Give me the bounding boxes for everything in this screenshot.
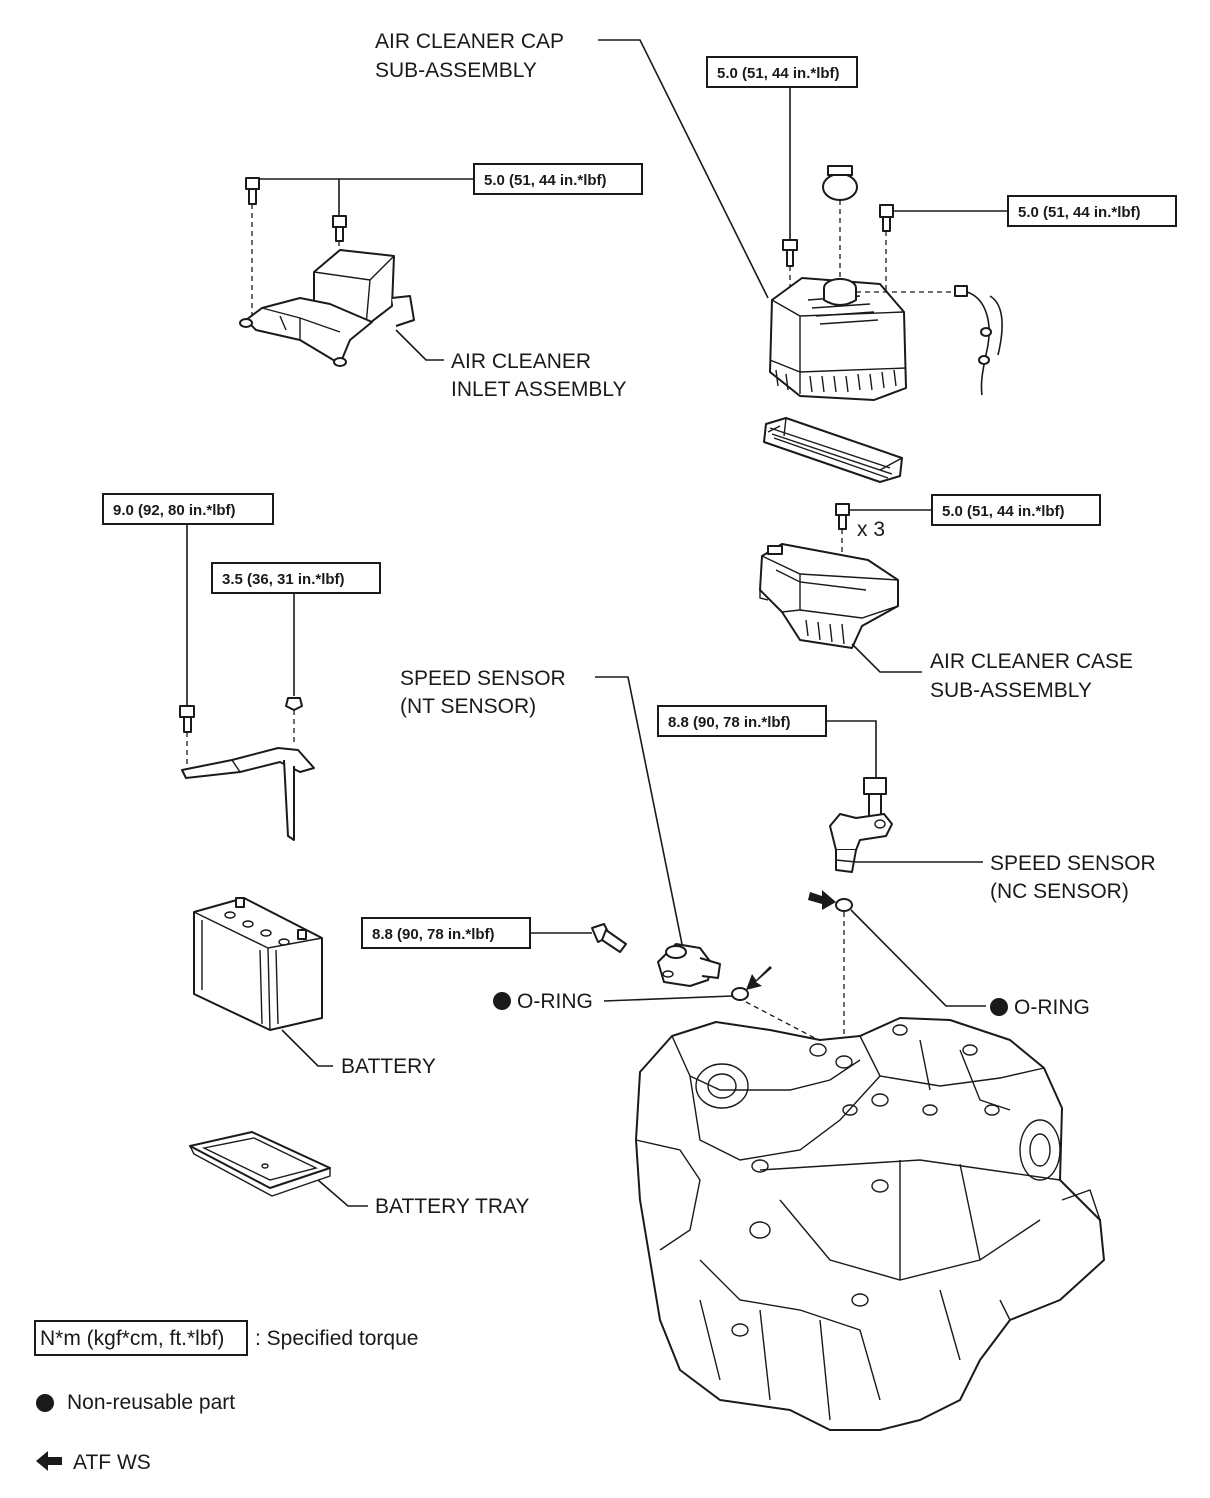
air-filter-element-icon [763,417,903,483]
bolt-icon [245,177,260,205]
bolt-icon [863,777,887,817]
legend-torque-description: : Specified torque [255,1327,418,1350]
speed-sensor-nc-callout: SPEED SENSOR (NC SENSOR) [856,852,1156,903]
hose-clamp-icon [822,165,858,201]
bolt-icon [835,503,850,530]
o-ring-left-icon [731,987,749,1001]
torque-box-nt-sensor: 8.8 (90, 78 in.*lbf) [361,917,592,949]
torque-clamp-left-text: 9.0 (92, 80 in.*lbf) [113,502,236,519]
legend: N*m (kgf*cm, ft.*lbf) : Specified torque… [34,1320,418,1474]
air-cleaner-inlet-icon [239,249,415,367]
torque-box-clamp-left: 9.0 (92, 80 in.*lbf) [102,493,274,706]
speed-sensor-nt-callout: SPEED SENSOR (NT SENSOR) [400,667,683,945]
torque-box-clamp-right: 3.5 (36, 31 in.*lbf) [211,562,381,696]
air-cleaner-inlet-callout: AIR CLEANER INLET ASSEMBLY [395,329,626,401]
air-cleaner-case-icon [759,543,899,649]
legend-atf: ATF WS [73,1451,151,1474]
torque-box-cap-top: 5.0 (51, 44 in.*lbf) [706,56,858,240]
legend-torque-unit: N*m (kgf*cm, ft.*lbf) [40,1327,224,1350]
air-cleaner-cap-leader [598,39,769,299]
speed-sensor-nt-label-line1: SPEED SENSOR [400,667,566,690]
non-reusable-bullet-icon [36,1394,54,1412]
o-ring-right-callout: O-RING [850,909,1090,1019]
battery-tray-label: BATTERY TRAY [375,1195,529,1218]
wire-harness-icon [856,285,1003,396]
bolt-icon [591,923,627,953]
air-cleaner-cap-label-line1: AIR CLEANER CAP [375,30,564,53]
torque-box-inlet: 5.0 (51, 44 in.*lbf) [258,163,643,216]
bolt-icon [782,239,798,267]
speed-sensor-nc-label-line1: SPEED SENSOR [990,852,1156,875]
battery-tray-callout: BATTERY TRAY [317,1179,529,1218]
speed-sensor-nt-label-line2: (NT SENSOR) [400,695,536,718]
speed-sensor-nt-icon [657,943,721,987]
torque-nc-sensor-text: 8.8 (90, 78 in.*lbf) [668,714,791,731]
bolt-icon [879,204,894,232]
non-reusable-bullet-icon [493,992,511,1010]
o-ring-left-label: O-RING [517,990,593,1013]
battery-callout: BATTERY [281,1029,436,1078]
torque-inlet-text: 5.0 (51, 44 in.*lbf) [484,172,607,189]
battery-clamp-icon [181,747,315,841]
air-cleaner-inlet-label-line2: INLET ASSEMBLY [451,378,626,401]
case-bolt-quantity: x 3 [857,518,885,541]
torque-box-case: 5.0 (51, 44 in.*lbf) [848,494,1101,526]
atf-arrow-icon [808,890,836,910]
legend-non-reusable: Non-reusable part [67,1391,235,1414]
torque-cap-right-text: 5.0 (51, 44 in.*lbf) [1018,204,1141,221]
legend-torque-box [34,1320,248,1356]
air-cleaner-case-label-line1: AIR CLEANER CASE [930,650,1133,673]
o-ring-left-callout: O-RING [493,990,733,1013]
nut-icon [285,697,303,711]
speed-sensor-nc-icon [829,813,893,873]
torque-case-text: 5.0 (51, 44 in.*lbf) [942,503,1065,520]
atf-arrow-icon [746,966,772,990]
torque-cap-top-text: 5.0 (51, 44 in.*lbf) [717,65,840,82]
o-ring-right-icon [835,898,853,912]
bolt-icon [179,705,195,733]
atf-arrow-icon [36,1451,62,1471]
torque-nt-sensor-text: 8.8 (90, 78 in.*lbf) [372,926,495,943]
torque-box-cap-right: 5.0 (51, 44 in.*lbf) [893,195,1177,227]
o-ring-right-label: O-RING [1014,996,1090,1019]
torque-clamp-right-text: 3.5 (36, 31 in.*lbf) [222,571,345,588]
air-cleaner-case-label-line2: SUB-ASSEMBLY [930,679,1092,702]
air-cleaner-cap-icon [769,277,907,401]
air-cleaner-case-callout: AIR CLEANER CASE SUB-ASSEMBLY [851,643,1133,702]
air-cleaner-inlet-label-line1: AIR CLEANER [451,350,591,373]
air-cleaner-cap-callout: AIR CLEANER CAP SUB-ASSEMBLY [375,30,769,299]
transaxle-assembly-icon [635,1017,1105,1431]
air-cleaner-cap-label-line2: SUB-ASSEMBLY [375,59,537,82]
non-reusable-bullet-icon [990,998,1008,1016]
torque-box-nc-sensor: 8.8 (90, 78 in.*lbf) [657,705,877,778]
bolt-icon [332,215,347,242]
battery-icon [193,897,323,1031]
battery-label: BATTERY [341,1055,436,1078]
battery-tray-icon [189,1131,331,1197]
speed-sensor-nc-label-line2: (NC SENSOR) [990,880,1129,903]
